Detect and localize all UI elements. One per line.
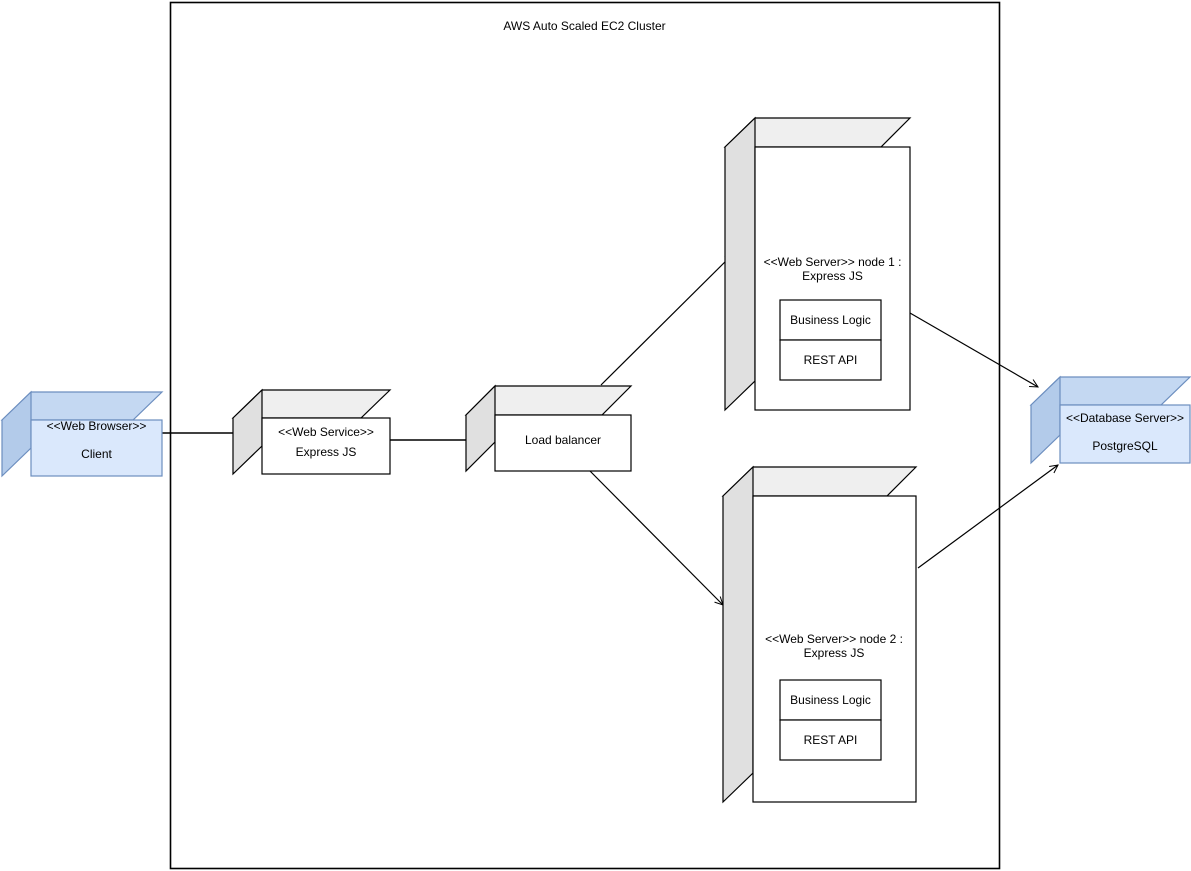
node-client-front-face: [30, 419, 163, 477]
node-database-server[interactable]: [1029, 375, 1191, 465]
node-database-server-front-face: [1059, 404, 1191, 464]
node-web-server-1-side-face: [724, 116, 756, 412]
node-web-server-2-side-face: [722, 465, 754, 804]
node-web-server-1-component-business-logic[interactable]: [779, 299, 882, 341]
connection-load-balancer-to-node1: [600, 253, 734, 386]
node-web-server-2-component-rest-api[interactable]: [779, 719, 882, 761]
node-web-server-2-component-business-logic[interactable]: [779, 679, 882, 721]
node-web-server-1[interactable]: [723, 116, 912, 412]
node-load-balancer-front-face: [494, 414, 632, 472]
node-web-service-front-face: [261, 417, 391, 475]
node-web-server-2[interactable]: [721, 465, 918, 804]
connections-group: [162, 253, 1059, 606]
node-client[interactable]: [0, 390, 164, 478]
node-load-balancer[interactable]: [464, 384, 633, 473]
node-web-service[interactable]: [231, 388, 392, 476]
node-database-server-side-face: [1030, 375, 1061, 465]
connection-load-balancer-to-node2: [588, 469, 724, 606]
connection-node1-to-database: [909, 312, 1039, 388]
connection-node2-to-database: [917, 464, 1059, 569]
node-web-server-1-component-rest-api[interactable]: [779, 339, 882, 381]
node-client-side-face: [1, 390, 32, 478]
